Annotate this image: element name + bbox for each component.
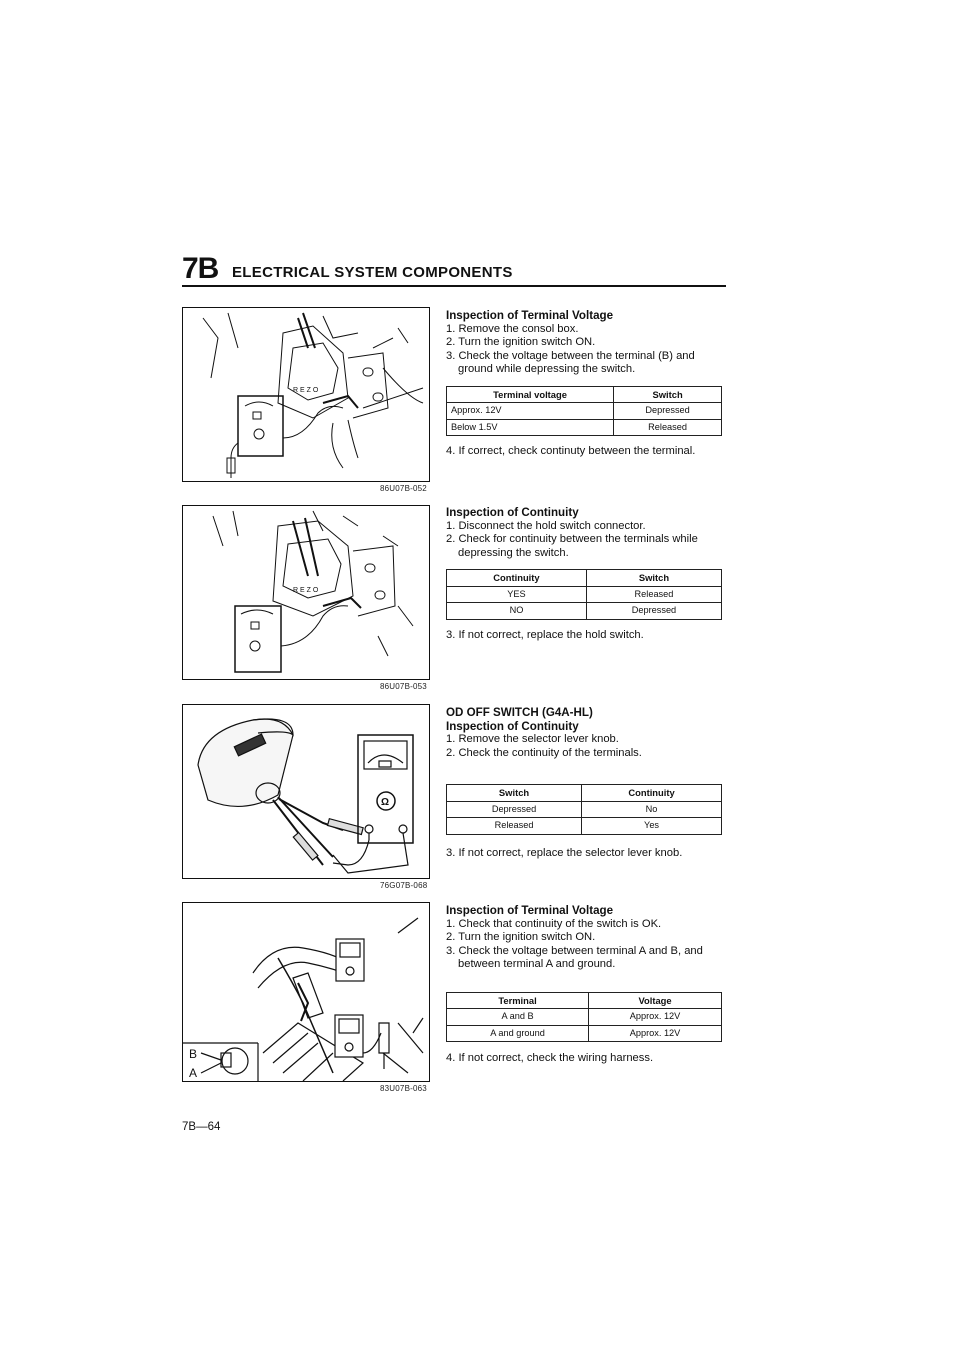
- table-cell: Depressed: [585, 602, 723, 620]
- section-heading: Inspection of Continuity: [446, 506, 579, 519]
- table-cell: NO: [446, 602, 587, 620]
- table-cell: Depressed: [445, 800, 583, 818]
- section-number: 7B: [182, 252, 219, 285]
- figure-terminal-voltage-1: R E Z O: [182, 307, 430, 482]
- step: 1. Disconnect the hold switch connector.: [446, 519, 646, 532]
- table-row: A and ground Approx. 12V: [445, 1024, 722, 1042]
- table-header: Terminal voltage: [445, 385, 615, 403]
- step: 3. If not correct, replace the selector …: [446, 846, 683, 859]
- step: 4. If not correct, check the wiring harn…: [446, 1052, 654, 1064]
- step: 3. Check the voltage between terminal A …: [446, 944, 703, 971]
- table-row: Released Yes: [445, 817, 722, 835]
- table-cell: A and B: [445, 1008, 590, 1026]
- section-heading: Inspection of Terminal Voltage: [446, 904, 614, 917]
- table-cell: Approx. 12V: [445, 402, 615, 420]
- section-terminal-voltage-2: Inspection of Terminal Voltage 1. Check …: [445, 904, 728, 1066]
- table-row: A and B Approx. 12V: [445, 1008, 722, 1026]
- figure-continuity-1: R E Z O: [182, 505, 430, 680]
- section-od-off-switch: OD OFF SWITCH (G4A-HL) Inspection of Con…: [445, 706, 728, 860]
- table-header-row: Switch Continuity: [445, 784, 722, 802]
- table-cell: Released: [585, 585, 723, 603]
- table-header-row: Terminal Voltage: [445, 991, 722, 1009]
- table-row: Approx. 12V Depressed: [445, 402, 722, 420]
- section-terminal-voltage-1: Inspection of Terminal Voltage 1. Remove…: [445, 309, 728, 459]
- figure-od-off-switch: Ω: [182, 704, 430, 879]
- table-header: Switch: [585, 569, 723, 587]
- spec-table: Terminal Voltage A and B Approx. 12V A a…: [445, 991, 722, 1043]
- table-cell: Below 1.5V: [445, 418, 615, 436]
- table-header-row: Terminal voltage Switch: [445, 385, 722, 403]
- step: 2. Check for continuity between the term…: [446, 533, 698, 559]
- step: 2. Turn the ignition switch ON.: [446, 336, 596, 348]
- table-header: Terminal: [445, 991, 590, 1009]
- figure-caption: 86U07B-053: [380, 682, 427, 691]
- table-header: Switch: [613, 385, 722, 403]
- illustration-knob-ohmmeter: Ω: [197, 718, 414, 874]
- svg-text:R E Z O: R E Z O: [293, 587, 319, 594]
- table-cell: Released: [445, 817, 583, 835]
- table-cell: No: [581, 800, 722, 818]
- svg-text:Ω: Ω: [381, 797, 389, 808]
- section-title: ELECTRICAL SYSTEM COMPONENTS: [232, 264, 513, 281]
- table-cell: Approx. 12V: [588, 1024, 722, 1042]
- table-cell: Yes: [581, 817, 722, 835]
- table-row: Below 1.5V Released: [445, 418, 722, 436]
- page-header: 7B ELECTRICAL SYSTEM COMPONENTS: [182, 252, 726, 287]
- header-rule: [182, 285, 726, 287]
- figure-caption: 76G07B-068: [380, 881, 428, 890]
- table-cell: Depressed: [613, 402, 722, 420]
- section-title: OD OFF SWITCH (G4A-HL): [446, 706, 593, 719]
- step: 3. Check the voltage between the termina…: [446, 349, 695, 376]
- label-terminal-a: A: [189, 1066, 197, 1080]
- section-heading: Inspection of Terminal Voltage: [446, 309, 614, 322]
- table-header: Switch: [445, 784, 583, 802]
- spec-table: Continuity Switch YES Released NO Depres…: [446, 569, 723, 620]
- figure-caption: 83U07B-063: [380, 1084, 427, 1093]
- step: 1. Remove the consol box.: [446, 322, 579, 335]
- illustration-console-voltmeter: R E Z O: [202, 312, 424, 478]
- table-header-row: Continuity Switch: [446, 569, 723, 587]
- step: 1. Remove the selector lever knob.: [446, 733, 619, 745]
- section-heading: Inspection of Continuity: [446, 719, 579, 733]
- illustration-selector-voltmeters: B A: [183, 917, 424, 1081]
- step: 4. If correct, check continuty between t…: [446, 445, 696, 457]
- step: 2. Check the continuity of the terminals…: [446, 746, 642, 759]
- table-row: Depressed No: [445, 800, 722, 818]
- table-row: NO Depressed: [446, 602, 723, 620]
- step: 1. Check that continuity of the switch i…: [446, 917, 662, 930]
- table-header: Voltage: [588, 991, 722, 1009]
- page-number: 7B—64: [182, 1121, 221, 1133]
- figure-caption: 86U07B-052: [380, 484, 427, 493]
- table-cell: Approx. 12V: [588, 1008, 722, 1026]
- table-cell: YES: [446, 585, 587, 603]
- table-cell: A and ground: [445, 1024, 590, 1042]
- step: 2. Turn the ignition switch ON.: [446, 931, 596, 943]
- svg-text:R E Z O: R E Z O: [293, 387, 319, 394]
- spec-table: Switch Continuity Depressed No Released …: [445, 784, 722, 835]
- spec-table: Terminal voltage Switch Approx. 12V Depr…: [445, 385, 722, 437]
- step: 3. If not correct, replace the hold swit…: [446, 628, 644, 641]
- figure-terminal-voltage-2: B A: [182, 902, 430, 1082]
- section-continuity-1: Inspection of Continuity 1. Disconnect t…: [446, 506, 728, 642]
- table-cell: Released: [613, 418, 722, 436]
- label-terminal-b: B: [189, 1047, 197, 1061]
- table-header: Continuity: [446, 569, 587, 587]
- illustration-console-ohmmeter: R E Z O: [212, 510, 414, 673]
- table-row: YES Released: [446, 585, 723, 603]
- table-header: Continuity: [581, 784, 722, 802]
